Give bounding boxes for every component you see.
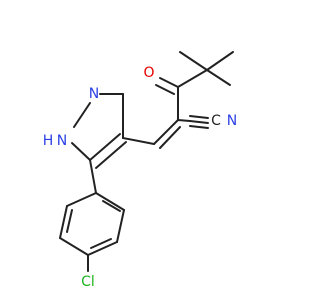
atom-n-nitrile: N	[227, 113, 237, 129]
bond-c11-me2	[206, 51, 234, 71]
bond-c5-c4-a	[89, 133, 121, 161]
atom-o: O	[143, 65, 154, 81]
bond-c10-o-b	[155, 84, 175, 95]
bond-ar-6	[66, 192, 97, 207]
bond-c10-c11	[177, 69, 208, 88]
bond-nitrile-1	[189, 120, 209, 124]
bond-ar-1	[95, 192, 125, 211]
bond-c11-me3	[206, 69, 231, 86]
bond-c10-o-a	[159, 77, 179, 88]
molecule-structure: N H N O C N Cl	[43, 51, 237, 290]
atom-cl: Cl	[81, 274, 95, 290]
bond-ar-3	[87, 241, 118, 256]
bond-ar-double-1	[102, 200, 121, 212]
bond-n2-n1	[73, 102, 91, 128]
bond-c5-c4-b	[95, 141, 127, 169]
bond-ar-5	[59, 205, 68, 239]
bond-ar-4	[59, 237, 89, 256]
bond-nitrile-2	[189, 125, 209, 129]
nitrile-label: C N	[211, 113, 237, 129]
bond-c11-me1	[179, 51, 208, 71]
bond-c5-aryl	[89, 159, 97, 194]
bond-c8-c9	[177, 119, 191, 122]
atom-c-nitrile: C	[211, 113, 221, 129]
bond-ar-double-2	[90, 238, 112, 249]
bond-ar-double-3	[66, 209, 73, 233]
bond-c7-c8-b	[159, 126, 181, 149]
bond-ar-2	[116, 209, 125, 243]
atom-h: H	[43, 133, 54, 149]
atom-n1: N	[57, 133, 67, 149]
atom-n2: N	[89, 86, 99, 102]
bond-n1-c5	[71, 142, 91, 161]
bond-nitrile-3	[189, 115, 209, 119]
atom-n1-h: H N	[43, 133, 68, 149]
bond-c7-c8-a	[153, 119, 179, 145]
bond-c4-c7	[122, 137, 155, 145]
